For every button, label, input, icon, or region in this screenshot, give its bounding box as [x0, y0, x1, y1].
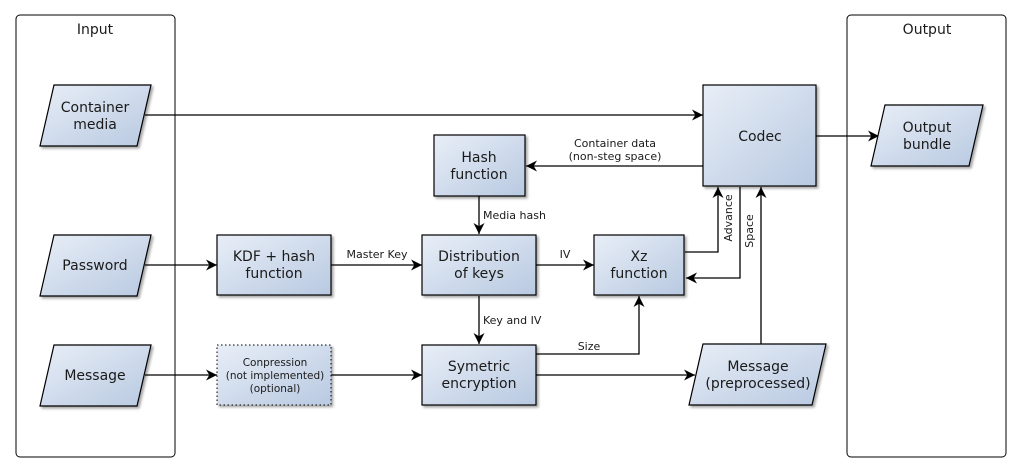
node-compression: Conpression (not implemented) (optional) — [216, 344, 332, 406]
edge-label-media-hash: Media hash — [483, 209, 546, 222]
edge-advance-to-codec — [685, 187, 724, 253]
node-output-bundle-line2: bundle — [903, 137, 951, 153]
edge-label-master-key: Master Key — [346, 248, 407, 261]
node-codec-label: Codec — [738, 129, 782, 145]
node-codec: Codec — [702, 84, 817, 187]
node-output-bundle: Output bundle — [870, 104, 984, 167]
node-container-media: Container media — [39, 84, 152, 147]
node-hash-line1: Hash — [461, 150, 496, 166]
edge-label-size: Size — [578, 340, 601, 353]
node-kdf: KDF + hash function — [216, 234, 332, 296]
node-distribution-of-keys: Distribution of keys — [421, 234, 537, 296]
node-xz-line2: function — [610, 266, 667, 282]
node-container-media-line2: media — [73, 117, 117, 133]
node-symetric-line2: encryption — [442, 376, 517, 392]
edge-label-advance: Advance — [722, 194, 735, 242]
output-pool: Output — [846, 14, 1007, 458]
node-message-pre-line2: (preprocessed) — [705, 376, 810, 392]
node-symetric-line1: Symetric — [448, 359, 510, 375]
node-compression-line2: (not implemented) — [226, 370, 325, 382]
node-hash-line2: function — [450, 167, 507, 183]
node-symetric-encryption: Symetric encryption — [421, 344, 537, 406]
node-kdf-line2: function — [245, 266, 302, 282]
edge-label-container-data-2: (non-steg space) — [569, 150, 662, 163]
node-xz-function: Xz function — [593, 234, 685, 296]
edge-space-to-xz — [686, 187, 741, 284]
node-message: Message — [39, 344, 152, 407]
edge-size-to-xz — [536, 296, 645, 355]
edge-label-space: Space — [743, 214, 756, 248]
edge-label-iv: IV — [560, 248, 571, 261]
node-compression-line3: (optional) — [250, 383, 301, 395]
edge-label-key-and-iv: Key and IV — [483, 314, 542, 327]
node-xz-line1: Xz — [631, 249, 648, 265]
node-distribution-line1: Distribution — [438, 249, 520, 265]
node-message-preprocessed: Message (preprocessed) — [688, 343, 827, 406]
node-message-pre-line1: Message — [727, 359, 788, 375]
node-container-media-line1: Container — [61, 100, 130, 116]
node-hash-function: Hash function — [433, 134, 526, 197]
node-kdf-line1: KDF + hash — [233, 249, 315, 265]
node-distribution-line2: of keys — [454, 266, 504, 282]
edge-label-container-data-1: Container data — [574, 137, 656, 150]
node-password: Password — [39, 234, 152, 297]
output-pool-title: Output — [903, 22, 952, 38]
node-password-label: Password — [62, 258, 127, 274]
node-output-bundle-line1: Output — [903, 120, 952, 136]
node-message-label: Message — [64, 368, 125, 384]
input-pool-title: Input — [77, 22, 114, 38]
node-compression-line1: Conpression — [243, 357, 308, 369]
edges — [145, 109, 879, 381]
